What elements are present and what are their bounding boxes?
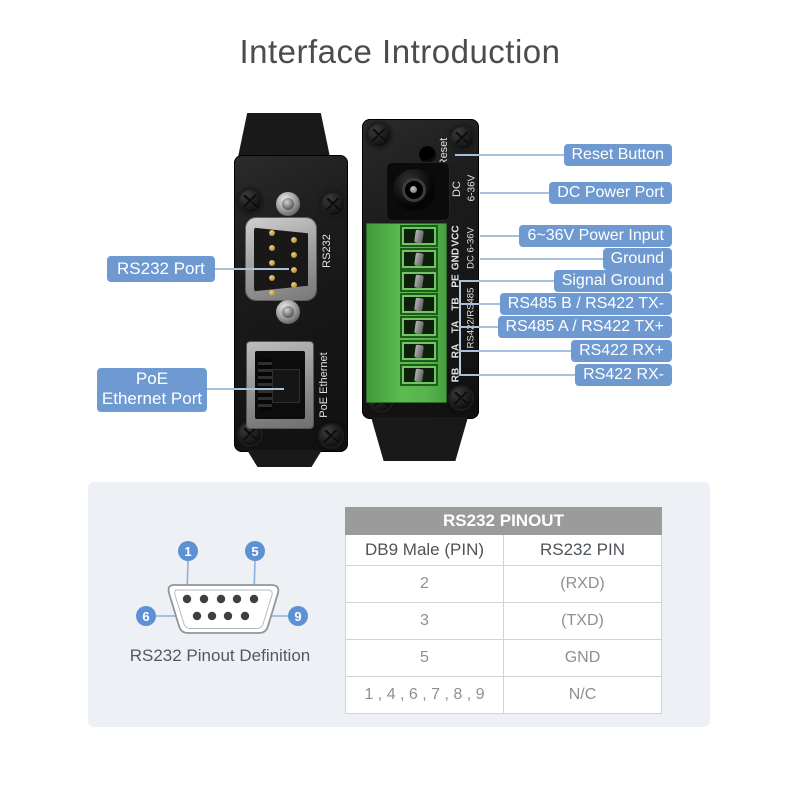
pin-marker-9: 9 — [294, 609, 301, 624]
rs232-pin-cell: (RXD) — [503, 565, 662, 603]
rs232-pin-cell: GND — [503, 639, 662, 677]
dc-jack-inner — [402, 178, 426, 202]
reset-button[interactable] — [420, 147, 435, 162]
callout-ground: Ground — [602, 248, 672, 270]
callout-line — [459, 280, 567, 282]
screw-icon — [448, 385, 474, 411]
db9-standoff-bottom — [276, 300, 300, 324]
callout-line — [459, 326, 507, 328]
db9-pin — [291, 282, 297, 288]
callout-line — [459, 350, 588, 352]
column-header-rs232: RS232 PIN — [503, 534, 662, 566]
db9-pin — [291, 252, 297, 258]
page-title: Interface Introduction — [239, 33, 561, 70]
pin-label-gnd: GND — [450, 247, 462, 271]
power-range-print: DC 6-36V — [465, 227, 477, 269]
rj45-contacts — [258, 359, 272, 411]
db9-pin — [291, 237, 297, 243]
callout-line — [459, 374, 588, 376]
callout-line — [480, 258, 619, 260]
table-title: RS232 PINOUT — [345, 507, 662, 535]
callout-signal-ground: Signal Ground — [553, 270, 672, 292]
callout-line — [480, 192, 561, 194]
callout-dc-power-port: DC Power Port — [549, 182, 672, 204]
din-mount-bottom — [247, 450, 322, 467]
rs232-port-print: RS232 — [321, 234, 333, 268]
table-row: 3 (TXD) — [345, 602, 662, 640]
db9-outline-inner — [174, 589, 273, 629]
db9-pin — [269, 260, 275, 266]
screw-icon — [366, 122, 392, 148]
table-row: 1 , 4 , 6 , 7 , 8 , 9 N/C — [345, 676, 662, 714]
terminal-screw[interactable] — [400, 225, 438, 247]
db9-pin-cell: 2 — [345, 565, 504, 603]
db9-pin-cell: 5 — [345, 639, 504, 677]
db9-standoff-top — [276, 192, 300, 216]
db9-pin-cell: 1 , 4 , 6 , 7 , 8 , 9 — [345, 676, 504, 714]
callout-reset-button: Reset Button — [563, 144, 672, 166]
terminal-screw[interactable] — [400, 340, 438, 362]
callout-line — [199, 268, 289, 270]
poe-ethernet-print: PoE Ethernet — [318, 352, 330, 418]
screw-icon — [318, 423, 344, 449]
callout-poe-line2: Ethernet Port — [101, 389, 203, 408]
callout-line — [205, 388, 284, 390]
rj45-latch — [272, 369, 300, 403]
callout-rs232-port: RS232 Port — [107, 256, 215, 282]
db9-pin — [269, 245, 275, 251]
screw-icon — [449, 125, 475, 151]
rs232-pinout-table: RS232 PINOUT DB9 Male (PIN) RS232 PIN 2 … — [345, 507, 662, 714]
callout-line — [459, 303, 507, 305]
db9-connector-inner — [254, 227, 308, 292]
pin-marker-5: 5 — [251, 544, 258, 559]
callout-rs422-rx-minus: RS422 RX- — [575, 364, 672, 386]
callout-rs485-b: RS485 B / RS422 TX- — [499, 293, 672, 315]
db9-pin-cell: 3 — [345, 602, 504, 640]
callout-rs422-rx-plus: RS422 RX+ — [571, 340, 672, 362]
callout-line — [455, 154, 575, 156]
rs232-pin-cell: N/C — [503, 676, 662, 714]
table-row: 2 (RXD) — [345, 565, 662, 603]
db9-pin — [269, 275, 275, 281]
din-mount-bottom — [371, 417, 468, 461]
column-header-db9: DB9 Male (PIN) — [345, 534, 504, 566]
pin-marker-6: 6 — [142, 609, 149, 624]
pin-marker-1: 1 — [184, 544, 191, 559]
pinout-caption: RS232 Pinout Definition — [129, 646, 311, 665]
terminal-screw[interactable] — [400, 316, 438, 338]
dc-jack-pin — [410, 186, 417, 193]
bus-group-print: RS422/RS485 — [465, 287, 477, 349]
screw-icon — [237, 188, 263, 214]
rs232-pin-cell: (TXD) — [503, 602, 662, 640]
terminal-screw[interactable] — [400, 248, 438, 270]
dc-print: DC — [451, 181, 463, 197]
screw-icon — [320, 191, 346, 217]
db9-pin — [291, 267, 297, 273]
callout-bracket — [459, 281, 461, 375]
terminal-screw[interactable] — [400, 293, 438, 315]
pinout-panel: 1 5 6 9 RS232 Pinout Definition RS232 PI… — [88, 482, 710, 727]
callout-poe-line1: PoE — [135, 369, 169, 388]
callout-poe-ethernet-port: PoE Ethernet Port — [97, 368, 207, 412]
terminal-screw[interactable] — [400, 364, 438, 386]
pinout-markers: 1 5 6 9 — [136, 541, 308, 626]
db9-pin — [269, 230, 275, 236]
table-row: 5 GND — [345, 639, 662, 677]
callout-line — [480, 235, 531, 237]
terminal-screw[interactable] — [400, 270, 438, 292]
callout-rs485-a: RS485 A / RS422 TX+ — [497, 316, 672, 338]
din-mount-top — [238, 113, 330, 157]
callout-power-input: 6~36V Power Input — [519, 225, 672, 247]
db9-pinout-diagram: 1 5 6 9 — [136, 541, 308, 634]
dc-range-print: 6-36V — [466, 174, 478, 202]
db9-pin — [269, 290, 275, 296]
db9-diagram-pins — [182, 594, 259, 621]
pin-label-vcc: VCC — [450, 225, 462, 247]
